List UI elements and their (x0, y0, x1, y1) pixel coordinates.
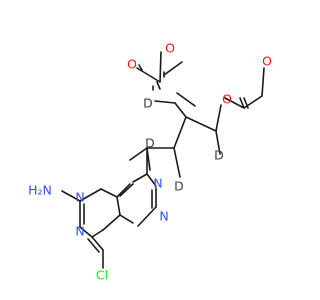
bond (173, 116, 187, 149)
bond-lines (61, 51, 265, 269)
bond (239, 97, 245, 109)
atom-label-n7: N (159, 209, 168, 224)
bond (159, 51, 162, 83)
bond (116, 196, 121, 216)
bond (100, 188, 118, 198)
bond (173, 147, 181, 178)
bond (163, 61, 183, 76)
bond (61, 190, 81, 202)
bond (79, 226, 93, 238)
atom-label-amine-h2n: H₂N (28, 183, 52, 198)
bond (132, 173, 148, 183)
bond (102, 214, 121, 231)
bond (116, 183, 131, 198)
bond (87, 238, 100, 253)
bond (137, 206, 157, 227)
atom-label-o-ester-right: O (222, 92, 232, 107)
atom-label-n3: N (75, 190, 84, 205)
atom-labels: O O O O D D D D N N N N H₂N Cl (28, 41, 272, 283)
atom-label-o-carbonyl-right: O (262, 54, 272, 69)
atom-label-o-ester-left: O (165, 41, 175, 56)
atom-label-d-lower-left: D (145, 136, 155, 151)
bond (136, 67, 161, 83)
bond (79, 188, 102, 202)
atom-label-n9: N (153, 176, 162, 191)
bond (119, 183, 134, 197)
bond (185, 116, 217, 132)
bond (119, 214, 134, 224)
bond (146, 173, 157, 187)
atom-label-n1: N (75, 224, 84, 239)
bond (91, 229, 104, 238)
atom-label-chlorine: Cl (96, 268, 108, 283)
bond (215, 130, 221, 155)
bond (243, 97, 249, 109)
bond (138, 64, 143, 71)
bond (174, 102, 187, 118)
atom-label-d-upper-right: D (214, 148, 224, 163)
bond (154, 100, 176, 104)
bond (215, 104, 222, 132)
bond (176, 92, 196, 107)
atom-label-o-carbonyl-left: O (127, 57, 137, 72)
bond (129, 147, 148, 161)
atom-label-d-lower-right: D (174, 179, 184, 194)
bond (261, 67, 265, 97)
bond (156, 81, 161, 90)
chemical-structure: O O O O D D D D N N N N H₂N Cl (28, 41, 272, 283)
bond (224, 97, 245, 109)
atom-label-d-upper-left: D (143, 96, 153, 111)
bond (91, 236, 104, 251)
